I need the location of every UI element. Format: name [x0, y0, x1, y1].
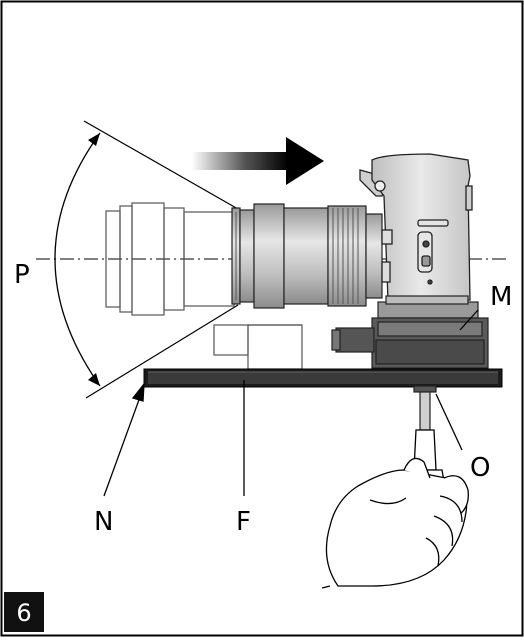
label-m: M: [490, 282, 512, 312]
hand-screwdriver-icon: [321, 429, 469, 589]
label-f: F: [236, 507, 251, 537]
zoom-lens-icon: [231, 203, 383, 309]
label-p: P: [14, 260, 30, 290]
step-badge: [4, 592, 44, 632]
camera-body-icon: [359, 153, 473, 301]
leader-lines: [103, 309, 479, 497]
focusing-rail: [143, 368, 503, 388]
step-number: 6: [16, 599, 31, 627]
motion-arrow-icon: [192, 137, 324, 185]
tripod-screw: [413, 385, 437, 431]
quick-release-clamp: [331, 295, 489, 369]
label-n: N: [94, 507, 113, 537]
label-o: O: [470, 453, 490, 483]
